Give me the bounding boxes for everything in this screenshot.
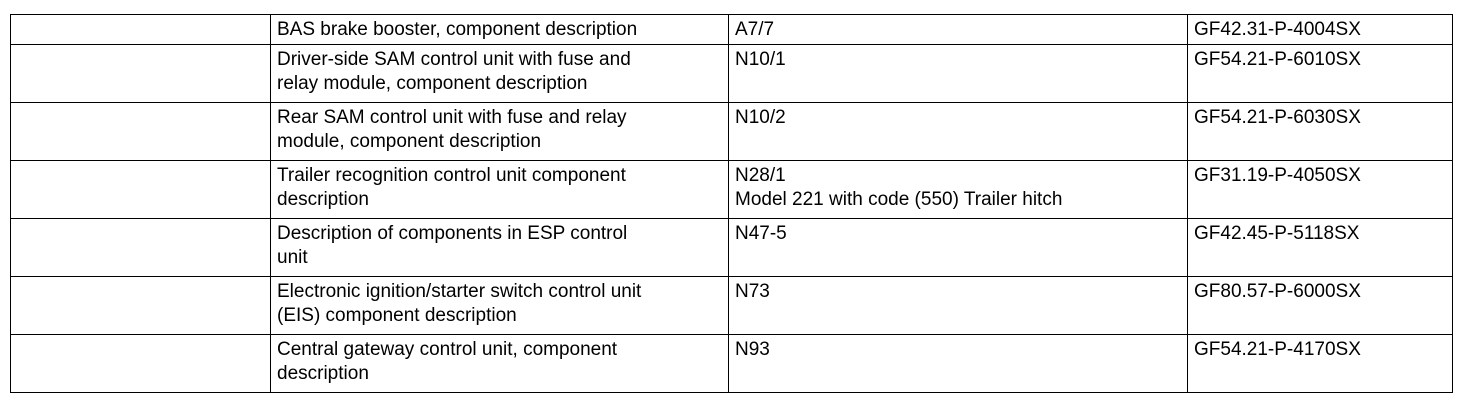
document-number-cell: GF80.57-P-6000SX (1187, 276, 1453, 335)
component-description-line: description (277, 189, 369, 210)
component-description-line: Central gateway control unit, component (277, 339, 618, 360)
document-number: GF54.21-P-6030SX (1194, 107, 1361, 128)
component-description-line: Description of components in ESP control (277, 223, 628, 244)
empty-cell (10, 102, 271, 161)
component-description-line: BAS brake booster, component description (277, 19, 638, 40)
component-description-cell: Central gateway control unit, component d… (270, 334, 729, 393)
document-number: GF42.31-P-4004SX (1194, 19, 1361, 40)
document-number-cell: GF54.21-P-4170SX (1187, 334, 1453, 393)
document-number-cell: GF54.21-P-6010SX (1187, 44, 1453, 103)
empty-cell (10, 276, 271, 335)
component-code: N47-5 (735, 223, 787, 244)
component-code-cell: N10/2 (728, 102, 1188, 161)
component-table: BAS brake booster, component description… (10, 14, 1453, 393)
document-number-cell: GF31.19-P-4050SX (1187, 160, 1453, 219)
component-code: N28/1 (735, 165, 786, 186)
component-description-line: Trailer recognition control unit compone… (277, 165, 626, 186)
empty-cell (10, 44, 271, 103)
table-row: Central gateway control unit, component d… (10, 334, 1453, 393)
component-description-line: (EIS) component description (277, 305, 517, 326)
component-code: N10/1 (735, 49, 786, 70)
table-row: Trailer recognition control unit compone… (10, 160, 1453, 219)
component-code-cell: N47-5 (728, 218, 1188, 277)
component-description-line: relay module, component description (277, 73, 588, 94)
component-code: N93 (735, 339, 770, 360)
table-row: BAS brake booster, component description… (10, 14, 1453, 45)
component-code: A7/7 (735, 19, 775, 40)
table-body: BAS brake booster, component description… (10, 14, 1453, 393)
component-description-line: Electronic ignition/starter switch contr… (277, 281, 642, 302)
component-description-line: Rear SAM control unit with fuse and rela… (277, 107, 627, 128)
component-description-cell: Electronic ignition/starter switch contr… (270, 276, 729, 335)
component-description-cell: Driver-side SAM control unit with fuse a… (270, 44, 729, 103)
document-number-cell: GF54.21-P-6030SX (1187, 102, 1453, 161)
empty-cell (10, 218, 271, 277)
component-description-line: unit (277, 247, 308, 268)
component-code-cell: N73 (728, 276, 1188, 335)
document-number: GF42.45-P-5118SX (1194, 223, 1360, 244)
component-code-cell: A7/7 (728, 14, 1188, 45)
empty-cell (10, 14, 271, 45)
table-row: Description of components in ESP control… (10, 218, 1453, 277)
table-row: Electronic ignition/starter switch contr… (10, 276, 1453, 335)
component-description-cell: Description of components in ESP control… (270, 218, 729, 277)
component-description-line: Driver-side SAM control unit with fuse a… (277, 49, 631, 70)
component-code: N10/2 (735, 107, 786, 128)
component-code-note: Model 221 with code (550) Trailer hitch (735, 189, 1063, 210)
document-number: GF54.21-P-4170SX (1194, 339, 1361, 360)
component-code-cell: N10/1 (728, 44, 1188, 103)
table-row: Rear SAM control unit with fuse and rela… (10, 102, 1453, 161)
document-number: GF31.19-P-4050SX (1194, 165, 1361, 186)
component-code: N73 (735, 281, 770, 302)
component-description-line: description (277, 363, 369, 384)
component-description-cell: BAS brake booster, component description (270, 14, 729, 45)
document-number-cell: GF42.45-P-5118SX (1187, 218, 1453, 277)
component-description-line: module, component description (277, 131, 542, 152)
component-description-cell: Trailer recognition control unit compone… (270, 160, 729, 219)
table-row: Driver-side SAM control unit with fuse a… (10, 44, 1453, 103)
component-code-cell: N93 (728, 334, 1188, 393)
document-number-cell: GF42.31-P-4004SX (1187, 14, 1453, 45)
component-description-cell: Rear SAM control unit with fuse and rela… (270, 102, 729, 161)
document-number: GF54.21-P-6010SX (1194, 49, 1361, 70)
empty-cell (10, 334, 271, 393)
empty-cell (10, 160, 271, 219)
document-number: GF80.57-P-6000SX (1194, 281, 1361, 302)
